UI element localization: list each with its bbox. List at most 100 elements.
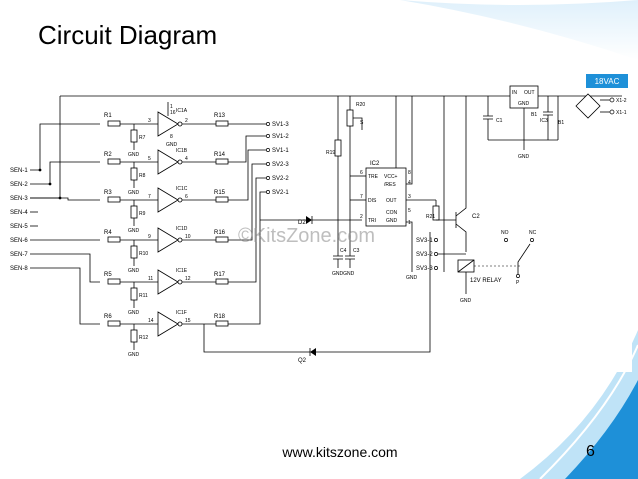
diode-d1: D2 bbox=[260, 216, 362, 226]
sv-label: SV3-2 bbox=[416, 252, 433, 258]
relay-contact: NO bbox=[501, 230, 509, 236]
resistor-label: R1 bbox=[104, 113, 112, 119]
resistor-label: R4 bbox=[104, 230, 112, 236]
pin-name: IN bbox=[512, 90, 517, 96]
relay-label: 12V RELAY bbox=[470, 278, 502, 284]
sv-label: SV3-3 bbox=[416, 266, 433, 272]
gnd-label: GND bbox=[128, 190, 140, 196]
pin-number: 10 bbox=[185, 234, 191, 240]
pin-number: 8 bbox=[170, 134, 173, 140]
gnd-pair-label: GNDGND bbox=[332, 271, 355, 277]
resistor-label: R13 bbox=[214, 113, 226, 119]
part-label: B1 bbox=[558, 120, 564, 126]
part-label: D2 bbox=[298, 220, 306, 226]
pin-number: 5 bbox=[408, 208, 411, 214]
pin-number: 1 bbox=[408, 220, 411, 226]
gnd-label: GND bbox=[406, 275, 418, 281]
pin-number: 3 bbox=[148, 118, 151, 124]
channel-6: R6 R12 GND 14 IC1F 15 R18 bbox=[104, 191, 300, 358]
circuit-diagram: SEN-1 SEN-2 SEN-3 SEN-4 SEN-5 SEN-6 SEN-… bbox=[10, 74, 628, 364]
resistor-label: R11 bbox=[139, 293, 148, 299]
resistor-label: R3 bbox=[104, 190, 112, 196]
resistor-label: R5 bbox=[104, 272, 112, 278]
footer-url: www.kitszone.com bbox=[282, 444, 398, 460]
sv-label: SV1-1 bbox=[272, 148, 289, 154]
part-label: R21 bbox=[426, 214, 435, 220]
pin-name: TRI bbox=[368, 218, 376, 224]
gnd-label: GND bbox=[128, 228, 140, 234]
resistor-label: R9 bbox=[139, 211, 146, 217]
gate-label: IC1B bbox=[176, 148, 188, 154]
pin-name: GND bbox=[386, 218, 398, 224]
sensor-label: SEN-1 bbox=[10, 168, 28, 174]
power-supply: C1 IN OUT GND B1 GND IC3 B1 X1-2 X1-1 bbox=[483, 85, 627, 160]
gate-label: IC1E bbox=[176, 268, 188, 274]
ic-label: IC2 bbox=[370, 161, 380, 167]
resistor-label: R2 bbox=[104, 152, 112, 158]
sv-connectors: SV1-3 SV1-2 SV1-1 SV2-3 SV2-2 SV2-1 bbox=[266, 122, 289, 196]
sensor-label: SEN-7 bbox=[10, 252, 28, 258]
pin-name: CON bbox=[386, 210, 398, 216]
supply-badge-label: 18VAC bbox=[595, 77, 620, 86]
pin-number: 14 bbox=[148, 318, 154, 324]
pin-number: 12 bbox=[185, 276, 191, 282]
sv-label: SV3-1 bbox=[416, 238, 433, 244]
sensor-label: SEN-8 bbox=[10, 266, 28, 272]
pin-number: 5 bbox=[148, 156, 151, 162]
resistor-label: R7 bbox=[139, 135, 146, 141]
sv-label: SV1-3 bbox=[272, 122, 289, 128]
gnd-label: GND bbox=[128, 352, 140, 358]
pin-name: TRE bbox=[368, 174, 379, 180]
gnd-label: GND bbox=[128, 310, 140, 316]
supply-terminal: X1-1 bbox=[616, 110, 627, 116]
pin-number: 8 bbox=[408, 170, 411, 176]
gate-label: IC1D bbox=[176, 226, 188, 232]
part-label: R20 bbox=[356, 102, 365, 108]
gnd-label: GND bbox=[128, 268, 140, 274]
part-label: Q2 bbox=[298, 358, 307, 364]
pin-name: /RES bbox=[384, 182, 396, 188]
pin-number: 2 bbox=[185, 118, 188, 124]
sensor-label: SEN-3 bbox=[10, 196, 28, 202]
diode-d2: Q2 bbox=[298, 232, 431, 364]
gate-label: IC1A bbox=[176, 108, 188, 114]
gate-label: IC1F bbox=[176, 310, 187, 316]
driver-stage: R21 C2 bbox=[426, 96, 480, 272]
pin-name: VCC+ bbox=[384, 174, 398, 180]
pin-number: 16 bbox=[170, 110, 176, 116]
sensor-label: SEN-5 bbox=[10, 224, 28, 230]
pin-number: 15 bbox=[185, 318, 191, 324]
timing-network: R19 R20 S C4 C3 GNDGND bbox=[326, 96, 366, 277]
circuit-panel: SEN-1 SEN-2 SEN-3 SEN-4 SEN-5 SEN-6 SEN-… bbox=[10, 72, 632, 372]
resistor-label: R16 bbox=[214, 230, 226, 236]
gnd-label: GND bbox=[460, 298, 472, 304]
page-number: 6 bbox=[586, 443, 595, 460]
sv-label: SV1-2 bbox=[272, 134, 289, 140]
pin-number: 7 bbox=[148, 194, 151, 200]
resistor-label: R17 bbox=[214, 272, 226, 278]
channel-1: R1 R7 GND 3 IC1A 2 R13 1 16 8 GND bbox=[104, 102, 268, 158]
watermark: ©KitsZone.com bbox=[238, 225, 375, 247]
corner-swoosh bbox=[565, 380, 638, 479]
resistor-label: R8 bbox=[139, 173, 146, 179]
pin-number: 2 bbox=[360, 214, 363, 220]
sv-label: SV2-1 bbox=[272, 190, 289, 196]
gnd-label: GND bbox=[128, 152, 140, 158]
resistor-label: R15 bbox=[214, 190, 226, 196]
pin-number: 9 bbox=[148, 234, 151, 240]
channel-5: R5 R11 GND 11 IC1E 12 R17 bbox=[104, 177, 268, 316]
channel-2: R2 R8 GND 5 IC1B 4 R14 bbox=[104, 135, 268, 196]
pin-number: 4 bbox=[408, 180, 411, 186]
sensor-inputs: SEN-1 SEN-2 SEN-3 SEN-4 SEN-5 SEN-6 SEN-… bbox=[10, 123, 100, 325]
part-label: B1 bbox=[531, 112, 537, 118]
pin-number: 11 bbox=[148, 276, 153, 282]
sensor-label: SEN-4 bbox=[10, 210, 28, 216]
pot-wiper-label: S bbox=[360, 120, 364, 126]
supply-terminal: X1-2 bbox=[616, 98, 627, 104]
pin-number: 4 bbox=[185, 156, 188, 162]
sv-label: SV2-3 bbox=[272, 162, 289, 168]
resistor-label: R10 bbox=[139, 251, 148, 257]
pin-number: 1 bbox=[170, 104, 173, 110]
pin-number: 6 bbox=[360, 170, 363, 176]
pin-name: OUT bbox=[386, 198, 397, 204]
